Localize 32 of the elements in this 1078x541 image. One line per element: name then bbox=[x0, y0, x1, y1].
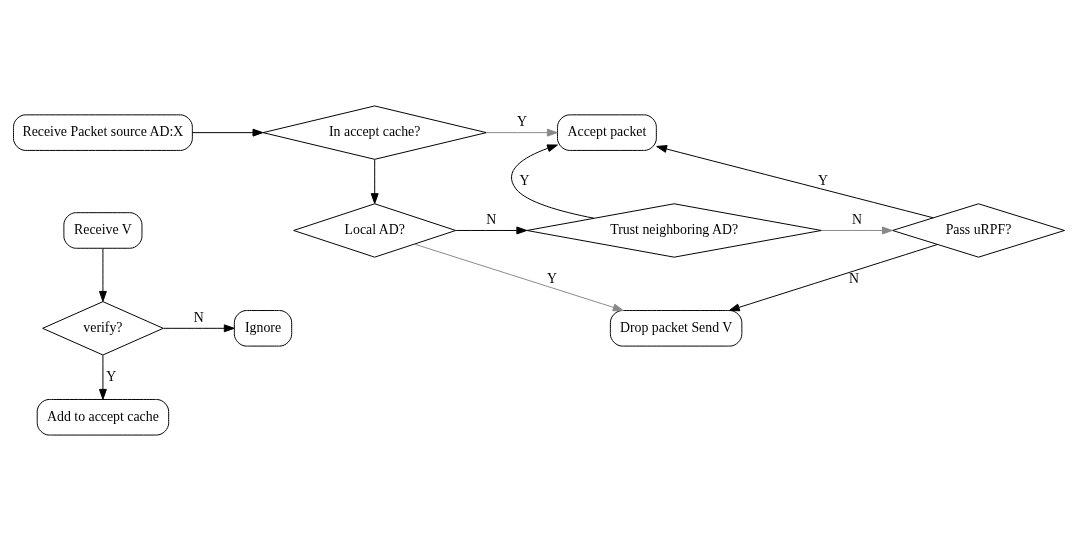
arrow bbox=[511, 144, 595, 219]
node-box: Ignore bbox=[233, 310, 293, 347]
node-diamond: Trust neighboring AD? bbox=[526, 203, 822, 258]
edge-label: Y bbox=[547, 271, 558, 287]
node-box: Receive Packet source AD:X bbox=[13, 114, 193, 151]
arrow bbox=[413, 243, 624, 312]
node-diamond: In accept cache? bbox=[262, 105, 487, 160]
node-diamond: verify? bbox=[42, 301, 164, 356]
arrow bbox=[191, 128, 264, 137]
edge-label: N bbox=[193, 309, 204, 325]
arrow bbox=[728, 244, 938, 312]
arrow bbox=[485, 128, 558, 137]
arrow bbox=[98, 248, 107, 302]
node-diamond: Pass uRPF? bbox=[892, 203, 1065, 258]
arrow bbox=[98, 354, 107, 400]
node-diamond: Local AD? bbox=[293, 203, 457, 258]
node-box: Accept packet bbox=[557, 114, 657, 151]
edge-label: N bbox=[851, 211, 862, 227]
node-box: Add to accept cache bbox=[36, 398, 170, 436]
arrow bbox=[370, 159, 379, 204]
edge-label: N bbox=[849, 271, 860, 287]
node-box: Receive V bbox=[63, 212, 143, 249]
edge-label: Y bbox=[519, 173, 530, 189]
node-box: Drop packet Send V bbox=[609, 310, 743, 347]
edge-label: Y bbox=[516, 113, 527, 129]
arrow bbox=[455, 226, 528, 235]
arrow bbox=[656, 145, 934, 219]
arrow bbox=[820, 226, 893, 235]
edge-label: Y bbox=[817, 173, 828, 189]
edge-label: Y bbox=[106, 368, 117, 384]
arrow bbox=[162, 324, 235, 333]
edge-label: N bbox=[486, 211, 497, 227]
